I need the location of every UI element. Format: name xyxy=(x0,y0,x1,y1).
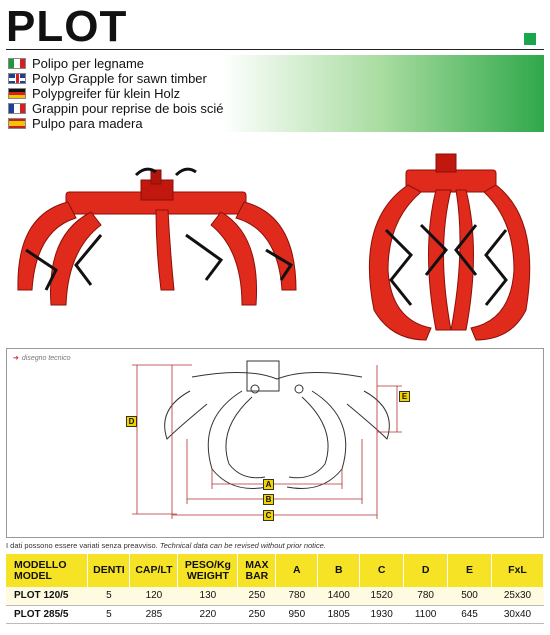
france-flag-icon xyxy=(8,103,26,114)
page-title: PLOT xyxy=(6,2,128,51)
spain-flag-icon xyxy=(8,118,26,129)
cell-a: 780 xyxy=(275,587,318,606)
cell-b: 1400 xyxy=(317,587,360,606)
language-descriptions: Polipo per legname Polyp Grapple for saw… xyxy=(6,55,544,132)
col-header-c: C xyxy=(359,554,405,587)
dimension-d-tag: D xyxy=(126,416,137,427)
table-row: PLOT 120/5 5 120 130 250 780 1400 1520 7… xyxy=(6,587,544,606)
cell-d: 1100 xyxy=(403,605,448,624)
cell-e: 645 xyxy=(447,605,492,624)
disclaimer-english: Technical data can be revised without pr… xyxy=(159,541,326,550)
lang-row-spanish: Pulpo para madera xyxy=(6,116,143,131)
grapple-open-photo xyxy=(17,153,531,341)
lang-text-french: Grappin pour reprise de bois scié xyxy=(32,101,224,116)
product-photos xyxy=(6,140,544,345)
col-header-d: D xyxy=(403,554,449,587)
cell-c: 1930 xyxy=(359,605,404,624)
col-header-fxl: FxL xyxy=(491,554,544,587)
cell-a: 950 xyxy=(275,605,318,624)
cell-teeth: 5 xyxy=(87,605,130,624)
germany-flag-icon xyxy=(8,88,26,99)
col-header-capacity: CAP/LT xyxy=(129,554,179,587)
cell-fxl: 25x30 xyxy=(491,587,544,606)
dimension-c-tag: C xyxy=(263,510,274,521)
cell-capacity: 285 xyxy=(129,605,178,624)
lang-row-english: Polyp Grapple for sawn timber xyxy=(6,71,207,86)
lang-row-german: Polypgreifer für klein Holz xyxy=(6,86,180,101)
disclaimer: I dati possono essere variati senza prea… xyxy=(6,541,326,550)
cell-fxl: 30x40 xyxy=(491,605,544,624)
table-row: PLOT 285/5 5 285 220 250 950 1805 1930 1… xyxy=(6,605,544,624)
cell-max-bar: 250 xyxy=(237,587,276,606)
cell-model: PLOT 285/5 xyxy=(6,605,88,624)
lang-text-german: Polypgreifer für klein Holz xyxy=(32,86,181,101)
cell-weight: 130 xyxy=(177,587,238,606)
technical-drawing: ➔disegno tecnico xyxy=(6,348,544,538)
dimension-e-tag: E xyxy=(399,391,410,402)
brand-accent-square xyxy=(524,33,536,45)
disclaimer-italian: I dati possono essere variati senza prea… xyxy=(6,541,158,550)
header-divider xyxy=(6,49,544,50)
col-header-a: A xyxy=(275,554,319,587)
cell-c: 1520 xyxy=(359,587,404,606)
dimension-b-tag: B xyxy=(263,494,274,505)
lang-row-italian: Polipo per legname xyxy=(6,56,144,71)
lang-text-english: Polyp Grapple for sawn timber xyxy=(32,71,207,86)
lang-row-french: Grappin pour reprise de bois scié xyxy=(6,101,224,116)
col-header-b: B xyxy=(317,554,361,587)
cell-b: 1805 xyxy=(317,605,360,624)
grapple-closed-photo xyxy=(368,153,531,341)
cell-weight: 220 xyxy=(177,605,238,624)
cell-max-bar: 250 xyxy=(237,605,276,624)
uk-flag-icon xyxy=(8,73,26,84)
grapple-dimension-drawing xyxy=(132,360,402,519)
italy-flag-icon xyxy=(8,58,26,69)
col-header-teeth: DENTI xyxy=(87,554,131,587)
col-header-e: E xyxy=(447,554,492,587)
dimension-a-tag: A xyxy=(263,479,274,490)
cell-e: 500 xyxy=(447,587,492,606)
cell-teeth: 5 xyxy=(87,587,130,606)
cell-model: PLOT 120/5 xyxy=(6,587,88,606)
cell-d: 780 xyxy=(403,587,448,606)
technical-drawing-label: ➔disegno tecnico xyxy=(13,355,71,362)
lang-text-italian: Polipo per legname xyxy=(32,56,145,71)
cell-capacity: 120 xyxy=(129,587,178,606)
lang-text-spanish: Pulpo para madera xyxy=(32,116,143,131)
